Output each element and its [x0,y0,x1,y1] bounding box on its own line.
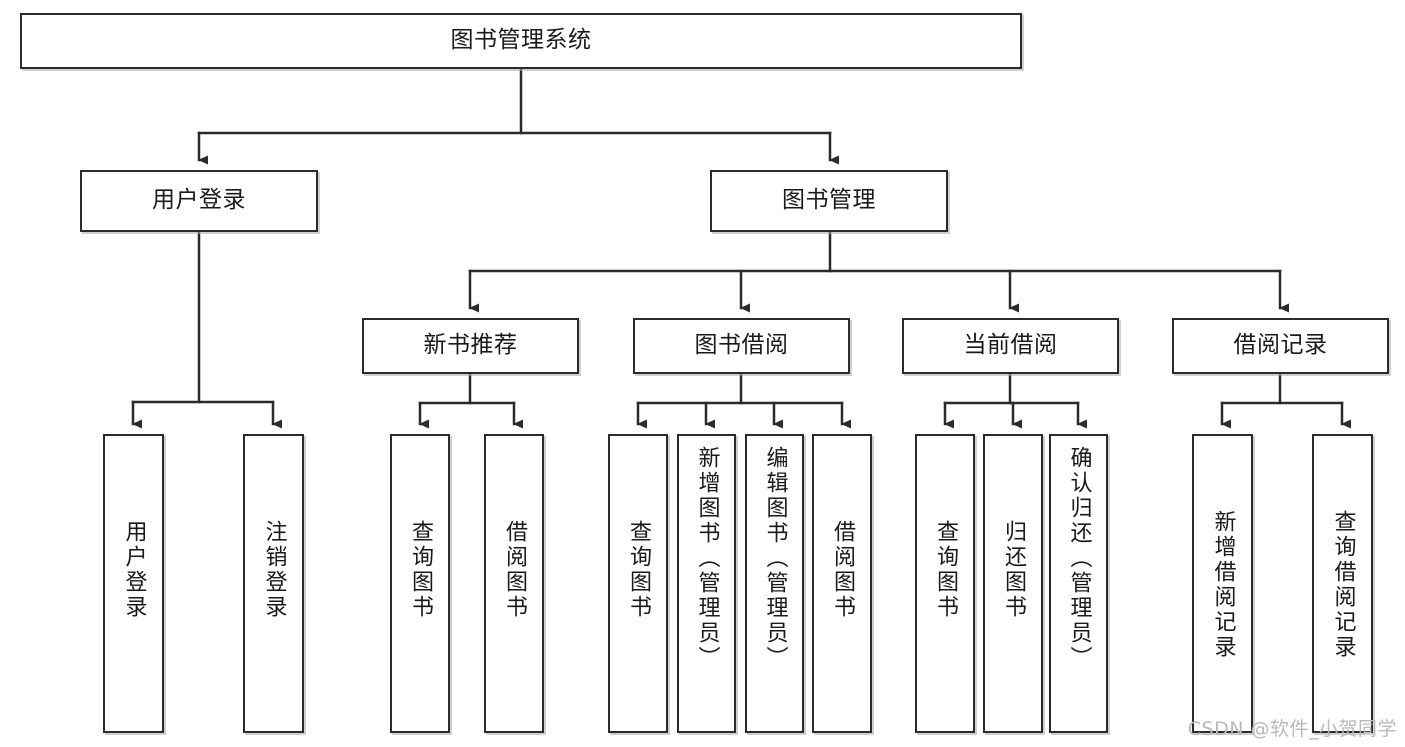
leaf-node-label: 新增图书（管理员） [694,446,720,671]
node-new-book-recommend-label: 新书推荐 [423,332,518,359]
leaf-node[interactable]: 借阅图书 [484,434,544,733]
leaf-node-label: 注销登录 [261,520,287,620]
node-borrow-record-label: 借阅记录 [1233,332,1328,359]
leaf-node[interactable]: 新增借阅记录 [1192,434,1253,733]
leaf-node-label: 查询图书 [408,520,433,620]
node-user-login[interactable]: 用户登录 [80,170,318,232]
leaf-node[interactable]: 归还图书 [983,434,1043,733]
leaf-node[interactable]: 编辑图书（管理员） [745,434,804,733]
node-borrow-record[interactable]: 借阅记录 [1172,318,1389,374]
leaf-node[interactable]: 查询图书 [915,434,975,733]
leaf-node-label: 借阅图书 [502,520,527,620]
leaf-node[interactable]: 新增图书（管理员） [677,434,736,733]
leaf-node-label: 归还图书 [1001,520,1026,620]
leaf-node[interactable]: 用户登录 [103,434,164,733]
leaf-node[interactable]: 确认归还（管理员） [1049,434,1108,733]
leaf-node[interactable]: 借阅图书 [812,434,872,733]
leaf-node-label: 确认归还（管理员） [1066,446,1092,671]
node-book-borrow-label: 图书借阅 [694,332,789,359]
leaf-node[interactable]: 查询借阅记录 [1312,434,1373,733]
node-user-login-label: 用户登录 [152,187,246,214]
leaf-node-label: 编辑图书（管理员） [762,446,788,671]
leaf-node-label: 新增借阅记录 [1210,510,1236,660]
leaf-node[interactable]: 查询图书 [390,434,450,733]
leaf-node-label: 查询图书 [626,520,651,620]
node-new-book-recommend[interactable]: 新书推荐 [362,318,579,374]
node-root-label: 图书管理系统 [450,27,592,54]
node-book-management-label: 图书管理 [782,187,876,214]
watermark: CSDN @软件_小贺同学 [1187,718,1397,740]
leaf-node[interactable]: 查询图书 [608,434,668,733]
leaf-node-label: 用户登录 [121,520,147,620]
leaf-node-label: 查询借阅记录 [1330,510,1356,660]
leaf-node-label: 查询图书 [933,520,958,620]
leaf-node[interactable]: 注销登录 [243,434,304,733]
node-book-management[interactable]: 图书管理 [710,170,948,232]
node-current-borrow-label: 当前借阅 [963,332,1058,359]
node-root[interactable]: 图书管理系统 [20,13,1022,69]
node-book-borrow[interactable]: 图书借阅 [633,318,850,374]
leaf-node-label: 借阅图书 [830,520,855,620]
node-current-borrow[interactable]: 当前借阅 [902,318,1119,374]
